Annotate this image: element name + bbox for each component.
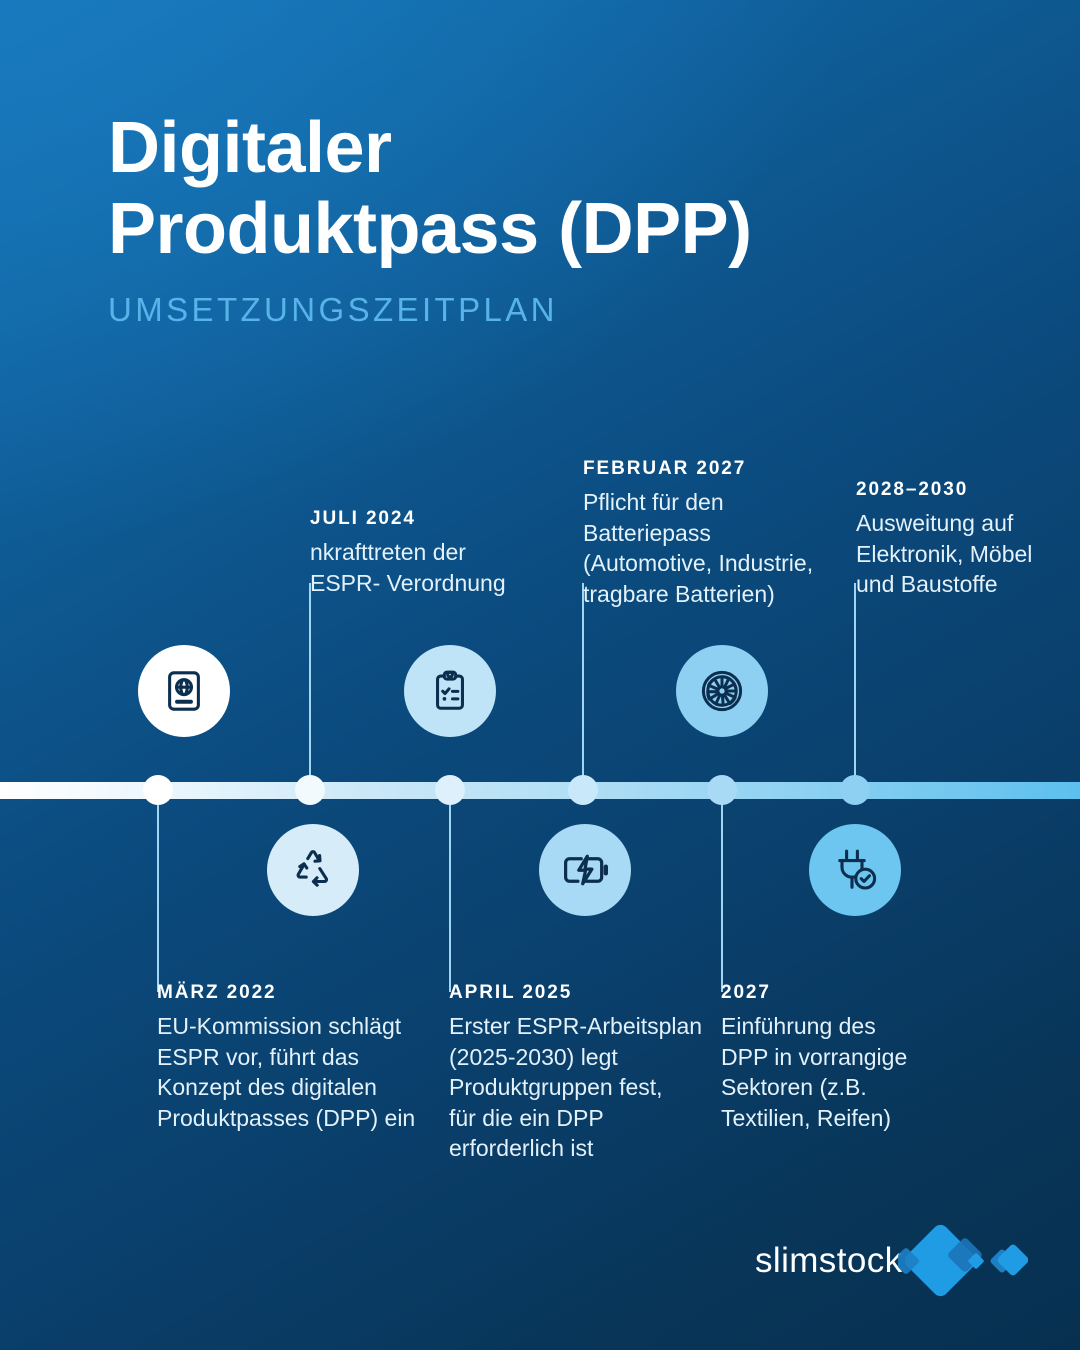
title-line-2: Produktpass (DPP) bbox=[108, 188, 752, 269]
page-subtitle: UMSETZUNGSZEITPLAN bbox=[108, 291, 558, 329]
battery-charge-icon bbox=[560, 845, 610, 895]
timeline-dot-maerz-2022[interactable] bbox=[143, 775, 173, 805]
recycle-icon bbox=[289, 846, 337, 894]
header: Digitaler Produktpass (DPP) UMSETZUNGSZE… bbox=[108, 108, 968, 329]
connector-stem-2028-2030 bbox=[854, 583, 856, 783]
icon-bubble-tire[interactable] bbox=[676, 645, 768, 737]
milestone-description: Einführung des DPP in vorrangige Sektore… bbox=[721, 1013, 908, 1131]
page-title: Digitaler Produktpass (DPP) bbox=[108, 108, 968, 269]
milestone-label-maerz-2022: MÄRZ 2022 EU-Kommission schlägt ESPR vor… bbox=[157, 982, 427, 1133]
milestone-date: APRIL 2025 bbox=[449, 982, 573, 1003]
milestone-date: MÄRZ 2022 bbox=[157, 982, 277, 1003]
milestone-label-2027: 2027 Einführung des DPP in vorrangige Se… bbox=[721, 982, 951, 1133]
milestone-description: Erster ESPR-Arbeitsplan (2025-2030) legt… bbox=[449, 1013, 703, 1162]
clipboard-check-icon bbox=[427, 668, 473, 714]
milestone-description: Pflicht für den Batteriepass (Automotive… bbox=[583, 489, 814, 607]
timeline-dot-2027[interactable] bbox=[707, 775, 737, 805]
milestone-description: EU-Kommission schlägt ESPR vor, führt da… bbox=[157, 1013, 416, 1131]
milestone-label-2028-2030: 2028–2030 Ausweitung auf Elektronik, Möb… bbox=[856, 479, 1076, 600]
passport-icon bbox=[161, 668, 207, 714]
milestone-date: 2028–2030 bbox=[856, 479, 969, 500]
milestone-date: JULI 2024 bbox=[310, 508, 416, 529]
icon-bubble-plug-check[interactable] bbox=[809, 824, 901, 916]
title-line-1: Digitaler bbox=[108, 108, 392, 188]
milestone-date: 2027 bbox=[721, 982, 771, 1003]
connector-stem-februar-2027 bbox=[582, 583, 584, 783]
connector-stem-maerz-2022 bbox=[157, 790, 159, 992]
icon-bubble-passport[interactable] bbox=[138, 645, 230, 737]
diamond-cluster-icon bbox=[893, 1224, 1029, 1297]
connector-stem-2027 bbox=[721, 790, 723, 992]
timeline-dot-juli-2024[interactable] bbox=[295, 775, 325, 805]
timeline-axis bbox=[0, 782, 1080, 799]
milestone-description: nkrafttreten der ESPR- Verordnung bbox=[310, 539, 506, 596]
milestone-label-februar-2027: FEBRUAR 2027 Pflicht für den Batteriepas… bbox=[583, 458, 843, 609]
icon-bubble-battery-charge[interactable] bbox=[539, 824, 631, 916]
milestone-date: FEBRUAR 2027 bbox=[583, 458, 747, 479]
timeline-dot-april-2025[interactable] bbox=[435, 775, 465, 805]
brand-logo: slimstock bbox=[755, 1215, 1029, 1307]
milestone-label-april-2025: APRIL 2025 Erster ESPR-Arbeitsplan (2025… bbox=[449, 982, 714, 1164]
connector-stem-juli-2024 bbox=[309, 583, 311, 783]
plug-check-icon bbox=[831, 846, 879, 894]
logo-wordmark: slimstock bbox=[755, 1241, 903, 1280]
timeline-dot-2028-2030[interactable] bbox=[840, 775, 870, 805]
logo-diamond-marks bbox=[893, 1215, 1029, 1307]
milestone-label-juli-2024: JULI 2024 nkrafttreten der ESPR- Verordn… bbox=[310, 508, 560, 598]
icon-bubble-recycle[interactable] bbox=[267, 824, 359, 916]
connector-stem-april-2025 bbox=[449, 790, 451, 992]
icon-bubble-clipboard-check[interactable] bbox=[404, 645, 496, 737]
tire-icon bbox=[698, 667, 746, 715]
milestone-description: Ausweitung auf Elektronik, Möbel und Bau… bbox=[856, 510, 1033, 598]
timeline-dot-februar-2027[interactable] bbox=[568, 775, 598, 805]
